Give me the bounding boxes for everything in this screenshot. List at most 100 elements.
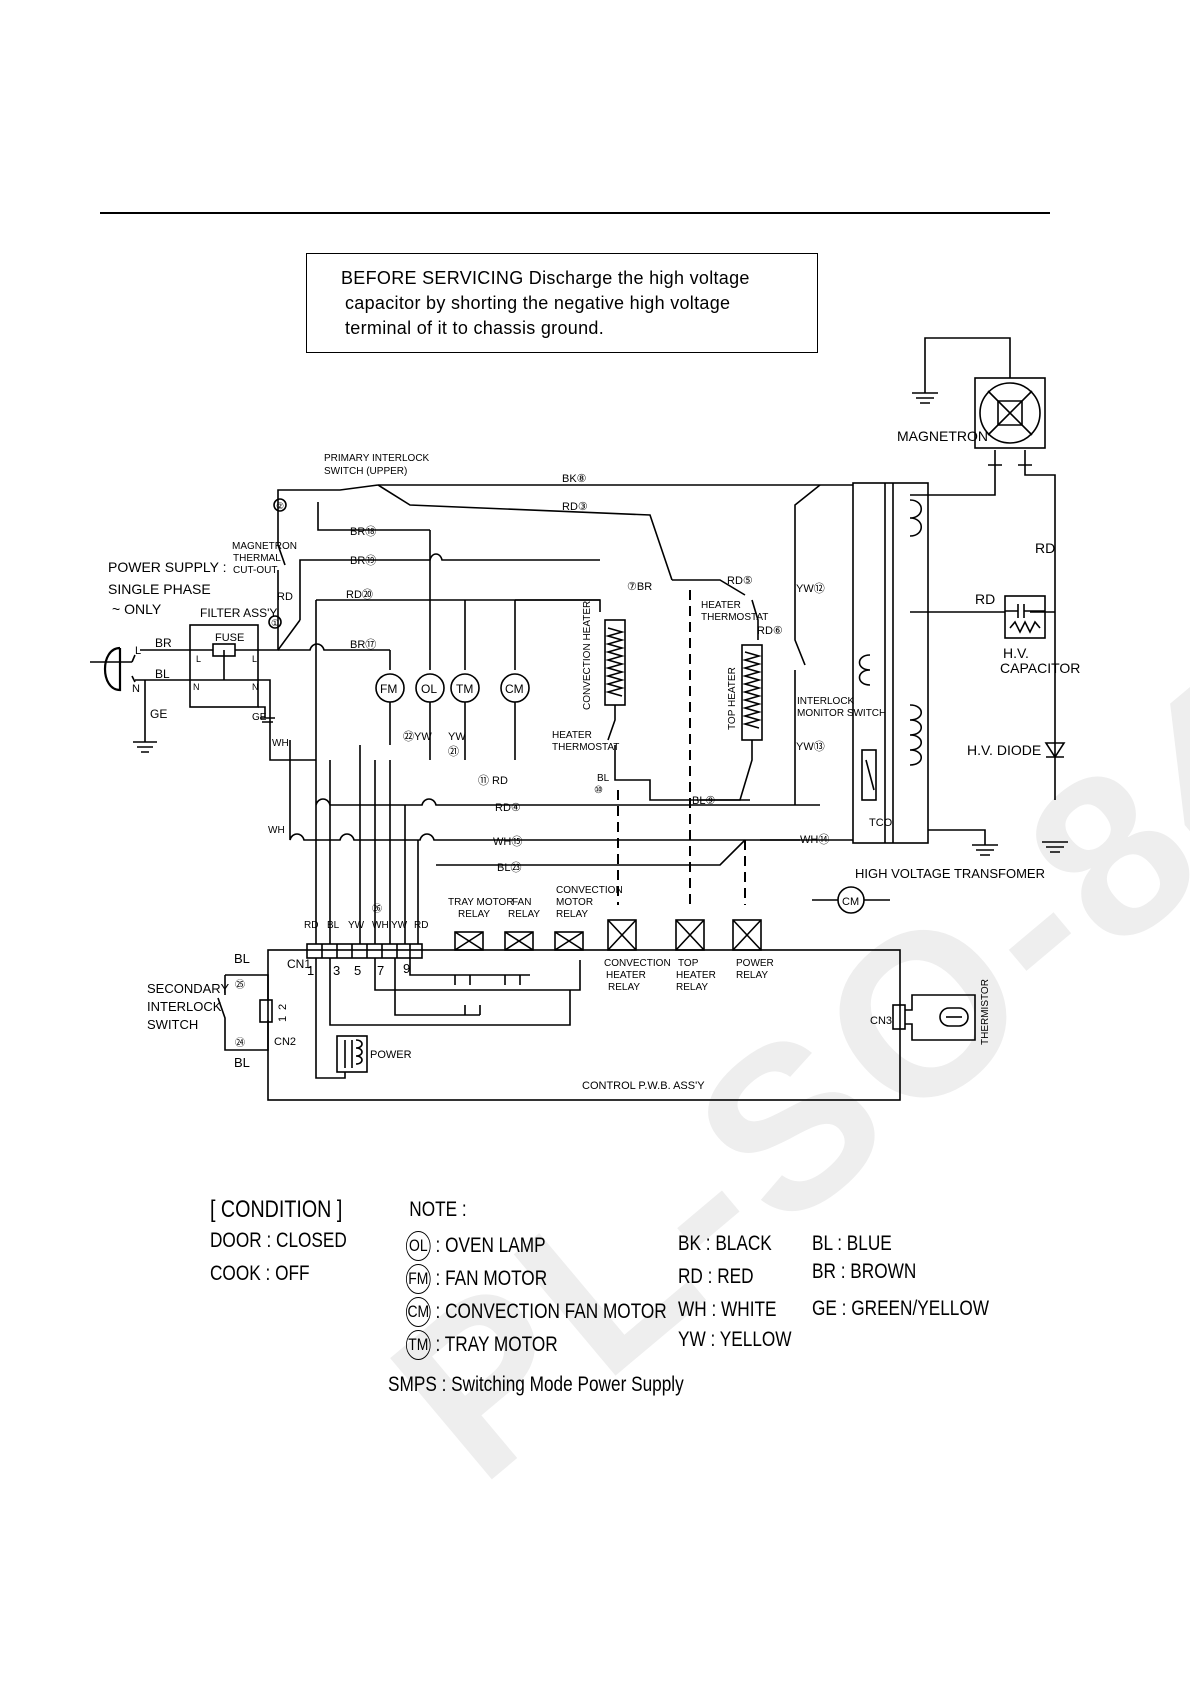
- color-code: YW : YELLOW: [678, 1328, 792, 1351]
- filter-assembly: [189, 624, 259, 708]
- wire-label: BL: [234, 951, 250, 966]
- wire-label: BK⑧: [562, 473, 587, 485]
- header-rule: [100, 212, 1050, 214]
- relay-label: RELAY: [676, 982, 708, 993]
- convection-fan-motor-icon: CM: [406, 1297, 431, 1327]
- fan-relay: [504, 931, 534, 951]
- tray-motor-icon: TM: [406, 1330, 431, 1360]
- secondary-interlock-switch: [217, 974, 269, 1051]
- heater-thermostat-label: THERMOSTAT: [701, 612, 768, 623]
- hv-diode: [1044, 742, 1066, 759]
- wire-label: BL: [155, 667, 170, 681]
- power-label: POWER: [370, 1049, 412, 1061]
- tray-motor: TM: [450, 673, 480, 703]
- terminal-label: L: [196, 654, 201, 664]
- wire-number: ㉕: [235, 979, 245, 991]
- secondary-interlock-label: SWITCH: [147, 1017, 198, 1032]
- note-block: NOTE : OL: OVEN LAMP FM: FAN MOTOR CM: C…: [406, 1198, 667, 1363]
- filter-label: FILTER ASS'Y: [200, 606, 277, 620]
- pin-label: 1: [277, 1016, 289, 1022]
- connector-label: CN1: [287, 957, 311, 971]
- pin-label: 9: [403, 961, 410, 976]
- color-code: GE : GREEN/YELLOW: [812, 1297, 990, 1320]
- convection-motor-relay: [554, 931, 584, 951]
- mag-thermal-label: THERMAL: [233, 553, 281, 564]
- note-text: : CONVECTION FAN MOTOR: [435, 1299, 667, 1323]
- color-code: BK : BLACK: [678, 1232, 772, 1255]
- hv-capacitor-label: H.V.: [1003, 645, 1029, 661]
- wire-label: RD: [414, 920, 428, 931]
- wire-label: BL: [234, 1055, 250, 1070]
- wire-label: YW: [348, 920, 365, 931]
- wire-label: BL: [327, 920, 340, 931]
- primary-interlock-label: PRIMARY INTERLOCK: [324, 453, 430, 464]
- wire-label: RD⑥: [757, 625, 783, 637]
- oven-lamp: OL: [415, 673, 445, 703]
- convection-fan-motor: CM: [500, 673, 530, 703]
- note-item: OL: OVEN LAMP: [406, 1231, 667, 1264]
- magnetron: [974, 377, 1046, 466]
- terminal-label: N: [193, 682, 200, 692]
- magnetron-label: MAGNETRON: [897, 428, 988, 444]
- wire-label: ㉒YW: [403, 730, 432, 743]
- hv-capacitor-label: CAPACITOR: [1000, 660, 1080, 676]
- fan-motor-icon: FM: [406, 1264, 431, 1294]
- heater-thermostat-label: HEATER: [701, 600, 741, 611]
- note-item: TM: TRAY MOTOR: [406, 1330, 667, 1363]
- wire-label: RD: [975, 591, 995, 607]
- color-legend-col2: BL : BLUE BR : BROWN GE : GREEN/YELLOW: [812, 1232, 989, 1330]
- pin-label: 7: [377, 963, 384, 978]
- ground-icon: [972, 844, 998, 856]
- power-supply-label: POWER SUPPLY :: [108, 559, 227, 575]
- convection-heater: [604, 619, 626, 706]
- cn1-connector: [306, 943, 423, 959]
- wire-label: WH⑭: [800, 833, 829, 846]
- wire-number: ㉔: [235, 1037, 245, 1049]
- top-heater-relay: [675, 919, 705, 951]
- relay-label: RELAY: [556, 909, 588, 920]
- note-text: : OVEN LAMP: [435, 1233, 546, 1257]
- thermistor: [939, 1007, 969, 1027]
- color-code: BR : BROWN: [812, 1260, 917, 1283]
- tco-label: TCO: [869, 817, 893, 829]
- heater-thermostat-label: THERMOSTAT: [552, 742, 619, 753]
- wire-label: RD⑳: [346, 588, 373, 601]
- wire-label: BR⑱: [350, 525, 376, 538]
- relay-label: FAN: [512, 897, 531, 908]
- secondary-interlock-label: SECONDARY: [147, 981, 229, 996]
- color-code: RD : RED: [678, 1265, 754, 1288]
- tray-motor-relay: [454, 931, 484, 951]
- smps-note: SMPS : Switching Mode Power Supply: [388, 1373, 684, 1396]
- power-relay: [732, 919, 762, 951]
- wire-label: RD: [304, 920, 318, 931]
- wire-label: WH: [372, 920, 389, 931]
- relay-label: RELAY: [736, 970, 768, 981]
- wire-label: RD⑤: [727, 575, 753, 587]
- wire-label: RD④: [495, 802, 521, 814]
- hv-capacitor: [1004, 595, 1046, 639]
- motor-label: CM: [505, 682, 524, 696]
- terminal-label: N: [252, 682, 259, 692]
- relay-label: HEATER: [676, 970, 716, 981]
- pin-label: 5: [354, 963, 361, 978]
- secondary-interlock-label: INTERLOCK: [147, 999, 222, 1014]
- wire-label: ⑩: [594, 785, 603, 796]
- cn2-connector: [259, 999, 273, 1023]
- relay-label: HEATER: [606, 970, 646, 981]
- warning-line: terminal of it to chassis ground.: [345, 318, 605, 338]
- top-heater-label: TOP HEATER: [727, 667, 738, 730]
- smps-transformer: [336, 1035, 368, 1073]
- fuse-label: FUSE: [215, 632, 244, 644]
- wire-label: ㉑: [448, 745, 459, 758]
- hv-diode-label: H.V. DIODE: [967, 742, 1041, 758]
- wire-label: BR⑰: [350, 638, 376, 651]
- wire-label: YW: [391, 920, 408, 931]
- control-pwb-label: CONTROL P.W.B. ASS'Y: [582, 1080, 705, 1092]
- wire-label: RD③: [562, 501, 588, 513]
- ground-icon: [133, 741, 157, 753]
- condition-block: [ CONDITION ] DOOR : CLOSED COOK : OFF: [210, 1196, 347, 1295]
- motor-label: TM: [456, 682, 473, 696]
- wire-label: GE: [150, 707, 167, 721]
- relay-label: TRAY MOTOR: [448, 897, 514, 908]
- color-code: BL : BLUE: [812, 1232, 892, 1255]
